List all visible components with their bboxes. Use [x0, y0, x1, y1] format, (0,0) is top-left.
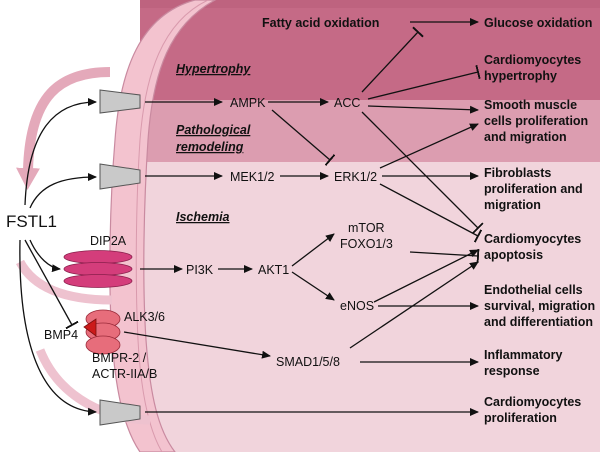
fstl1-label: FSTL1 [6, 212, 57, 231]
akt-to-mtor [291, 233, 335, 267]
outcome-fib-1: Fibroblasts [484, 166, 551, 180]
outcome-prolif-2: proliferation [484, 411, 557, 425]
outcome-smooth-2: cells proliferation [484, 114, 588, 128]
node-acc: ACC [334, 96, 360, 110]
receptor-3 [99, 399, 141, 426]
outcome-hyper-1: Cardiomyocytes [484, 53, 581, 67]
outcome-endo-1: Endothelial cells [484, 283, 583, 297]
erk-inhibits-apoptosis [379, 183, 483, 243]
outcome-infl-2: response [484, 364, 540, 378]
fstl1-to-receptor-2 [29, 173, 97, 209]
ampk-inhibits-erk [271, 109, 336, 166]
band-ischemia [140, 162, 600, 452]
band-shade [140, 0, 600, 8]
membrane-inner-line [135, 0, 209, 452]
bmpr-complex [83, 309, 121, 355]
fatty-acid-oxidation: Fatty acid oxidation [262, 16, 379, 30]
alk-label: ALK3/6 [124, 310, 165, 324]
outcome-glucose: Glucose oxidation [484, 16, 592, 30]
node-smad: SMAD1/5/8 [276, 355, 340, 369]
outcome-fib-2: proliferation and [484, 182, 583, 196]
bmp4-triangle [83, 318, 97, 337]
node-foxo: FOXO1/3 [340, 237, 393, 251]
band-remodeling [140, 100, 600, 162]
dip2a-label: DIP2A [90, 234, 127, 248]
outcome-apop-1: Cardiomyocytes [484, 232, 581, 246]
node-erk: ERK1/2 [334, 170, 377, 184]
outcome-fib-3: migration [484, 198, 541, 212]
outcome-apop-2: apoptosis [484, 248, 543, 262]
acc-inhibits-hypertrophy [367, 64, 481, 100]
bmpr-label-2: ACTR-IIA/B [92, 367, 157, 381]
acc-inhibits-apoptosis [361, 111, 484, 234]
bmpr-to-smad [123, 331, 271, 359]
akt-to-enos [291, 271, 335, 301]
outcome-endo-3: and differentiation [484, 315, 593, 329]
receptor-2 [99, 163, 141, 190]
fstl1-to-receptor-1 [24, 98, 97, 206]
outcome-prolif-1: Cardiomyocytes [484, 395, 581, 409]
outcome-hyper-2: hypertrophy [484, 69, 557, 83]
fstl1-inhibits-bmp4 [24, 239, 79, 330]
outcome-smooth-1: Smooth muscle [484, 98, 577, 112]
node-mtor: mTOR [348, 221, 385, 235]
node-ampk: AMPK [230, 96, 266, 110]
section-remodeling: remodeling [176, 140, 244, 154]
enos-to-apoptosis [373, 249, 479, 303]
section-ischemia: Ischemia [176, 210, 230, 224]
node-akt: AKT1 [258, 263, 289, 277]
node-mek: MEK1/2 [230, 170, 275, 184]
fstl1-to-dip2a [29, 239, 61, 273]
section-pathological: Pathological [176, 123, 251, 137]
pink-arrow-top [16, 67, 111, 190]
cell-membrane [109, 0, 217, 452]
acc-inhibits-glucose-link [361, 26, 424, 93]
receptor-1 [99, 89, 141, 114]
dip2a-receptor [63, 250, 133, 288]
fstl1-to-receptor-3 [19, 239, 97, 416]
outcome-smooth-3: and migration [484, 130, 567, 144]
smad-to-apoptosis [349, 261, 479, 349]
node-pi3k: PI3K [186, 263, 214, 277]
bmpr-label-1: BMPR-2 / [92, 351, 147, 365]
pink-arrow-mid [16, 259, 113, 305]
band-hypertrophy [140, 0, 600, 100]
section-hypertrophy: Hypertrophy [176, 62, 251, 76]
outcome-endo-2: survival, migration [484, 299, 595, 313]
erk-to-smooth-muscle [379, 123, 479, 169]
bmp4-label: BMP4 [44, 328, 78, 342]
node-enos: eNOS [340, 299, 374, 313]
acc-to-smooth-muscle [367, 105, 479, 114]
outcome-infl-1: Inflammatory [484, 348, 563, 362]
